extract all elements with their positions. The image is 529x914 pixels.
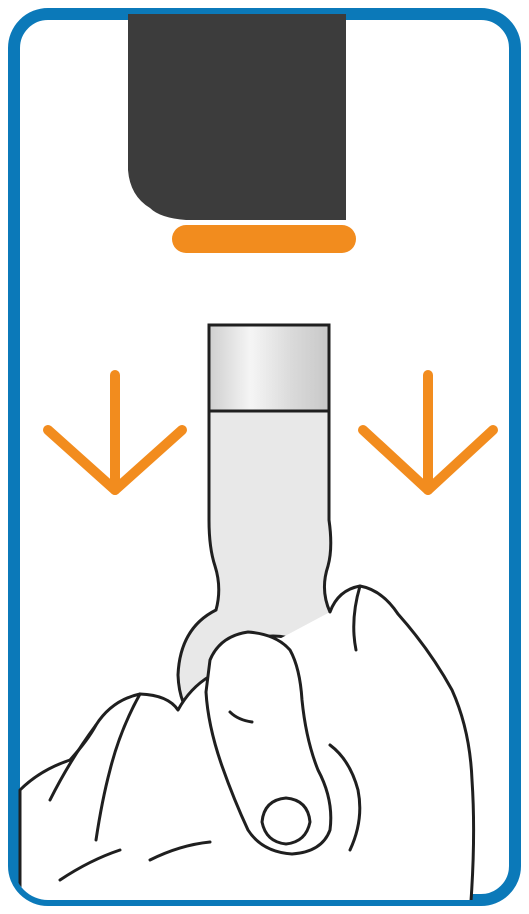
usb-port (172, 225, 356, 253)
device-icon (128, 0, 346, 220)
